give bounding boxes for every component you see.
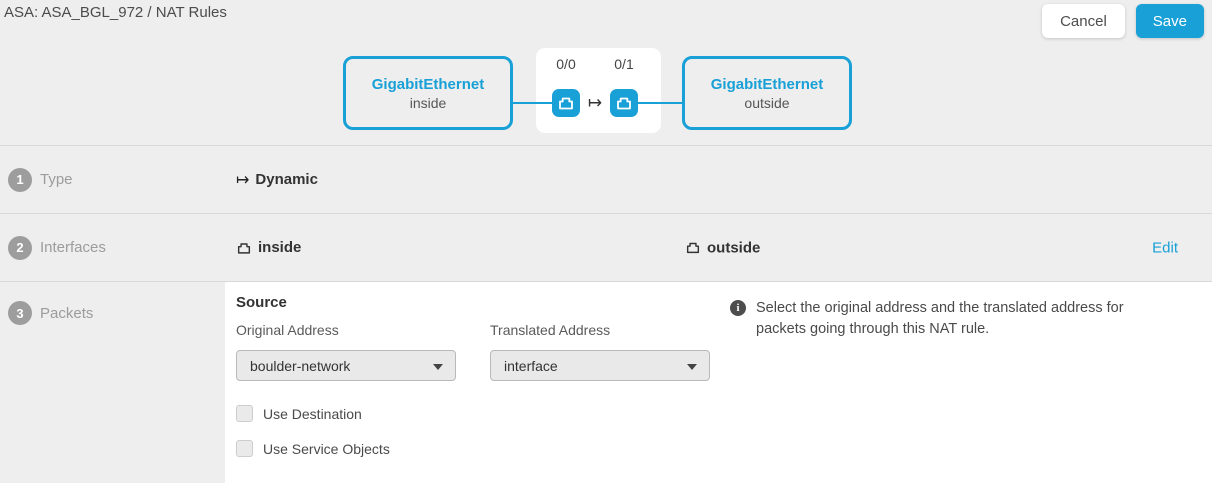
source-interface-value: inside bbox=[236, 239, 301, 256]
chevron-down-icon bbox=[687, 364, 697, 370]
ethernet-port-icon bbox=[685, 240, 701, 256]
ethernet-port-icon bbox=[610, 89, 638, 117]
type-value: ↦ Dynamic bbox=[236, 170, 318, 190]
port-0-0-label: 0/0 bbox=[556, 56, 576, 72]
original-address-column: Source Original Address boulder-network bbox=[236, 294, 456, 381]
step-1-badge: 1 bbox=[8, 167, 32, 192]
packet-options: Use Destination Use Service Objects bbox=[236, 405, 390, 475]
use-service-objects-option[interactable]: Use Service Objects bbox=[236, 440, 390, 457]
packets-panel: Source Original Address boulder-network … bbox=[225, 282, 1212, 483]
port-0-1-label: 0/1 bbox=[614, 56, 634, 72]
ethernet-port-icon bbox=[236, 240, 252, 256]
edit-interfaces-link[interactable]: Edit bbox=[1152, 239, 1178, 256]
original-address-label: Original Address bbox=[236, 322, 339, 338]
cancel-button[interactable]: Cancel bbox=[1042, 4, 1125, 38]
inside-interface-box: GigabitEthernet inside bbox=[343, 56, 513, 130]
source-heading: Source bbox=[236, 294, 287, 311]
inside-interface-subtitle: inside bbox=[409, 94, 447, 111]
interfaces-row: 2 Interfaces inside outside Edit bbox=[0, 213, 1212, 281]
translated-address-label: Translated Address bbox=[490, 322, 611, 338]
translated-address-value: interface bbox=[504, 357, 558, 374]
destination-interface-value: outside bbox=[685, 239, 760, 256]
info-icon: i bbox=[730, 300, 746, 316]
outside-interface-title: GigabitEthernet bbox=[710, 75, 824, 93]
use-service-objects-label: Use Service Objects bbox=[263, 440, 390, 457]
interface-diagram: GigabitEthernet inside 0/0 0/1 ↦ Gigabit… bbox=[0, 45, 1212, 145]
connector-line-left bbox=[511, 102, 557, 104]
type-row-label: Type bbox=[40, 171, 73, 188]
step-2-badge: 2 bbox=[8, 235, 32, 260]
inside-interface-title: GigabitEthernet bbox=[371, 75, 485, 93]
use-service-objects-checkbox[interactable] bbox=[236, 440, 253, 457]
ethernet-port-icon bbox=[552, 89, 580, 117]
type-value-text: Dynamic bbox=[255, 171, 318, 188]
interfaces-row-label: Interfaces bbox=[40, 239, 106, 256]
use-destination-label: Use Destination bbox=[263, 405, 362, 422]
translated-address-column: Translated Address interface bbox=[490, 294, 710, 381]
header: ASA: ASA_BGL_972 / NAT Rules Cancel Save bbox=[0, 0, 1212, 45]
translated-address-select[interactable]: interface bbox=[490, 350, 710, 381]
info-note: i Select the original address and the tr… bbox=[730, 298, 1160, 340]
outside-interface-subtitle: outside bbox=[744, 94, 790, 111]
outside-interface-box: GigabitEthernet outside bbox=[682, 56, 852, 130]
maps-to-arrow-icon: ↦ bbox=[587, 93, 603, 112]
save-button[interactable]: Save bbox=[1135, 4, 1204, 38]
type-row: 1 Type ↦ Dynamic bbox=[0, 145, 1212, 213]
source-interface-text: inside bbox=[258, 239, 302, 256]
connector-line-right bbox=[634, 102, 684, 104]
step-3-badge: 3 bbox=[8, 301, 32, 325]
destination-interface-text: outside bbox=[707, 239, 761, 256]
dynamic-nat-arrow-icon: ↦ bbox=[236, 171, 250, 189]
page-title: ASA: ASA_BGL_972 / NAT Rules bbox=[4, 4, 227, 21]
packets-row-label: Packets bbox=[40, 305, 94, 322]
header-actions: Cancel Save bbox=[1042, 4, 1204, 38]
original-address-select[interactable]: boulder-network bbox=[236, 350, 456, 381]
info-text: Select the original address and the tran… bbox=[756, 300, 1124, 337]
chevron-down-icon bbox=[433, 364, 443, 370]
packets-row: 3 Packets Source Original Address boulde… bbox=[0, 281, 1212, 483]
original-address-value: boulder-network bbox=[250, 357, 351, 374]
use-destination-option[interactable]: Use Destination bbox=[236, 405, 390, 422]
use-destination-checkbox[interactable] bbox=[236, 405, 253, 422]
